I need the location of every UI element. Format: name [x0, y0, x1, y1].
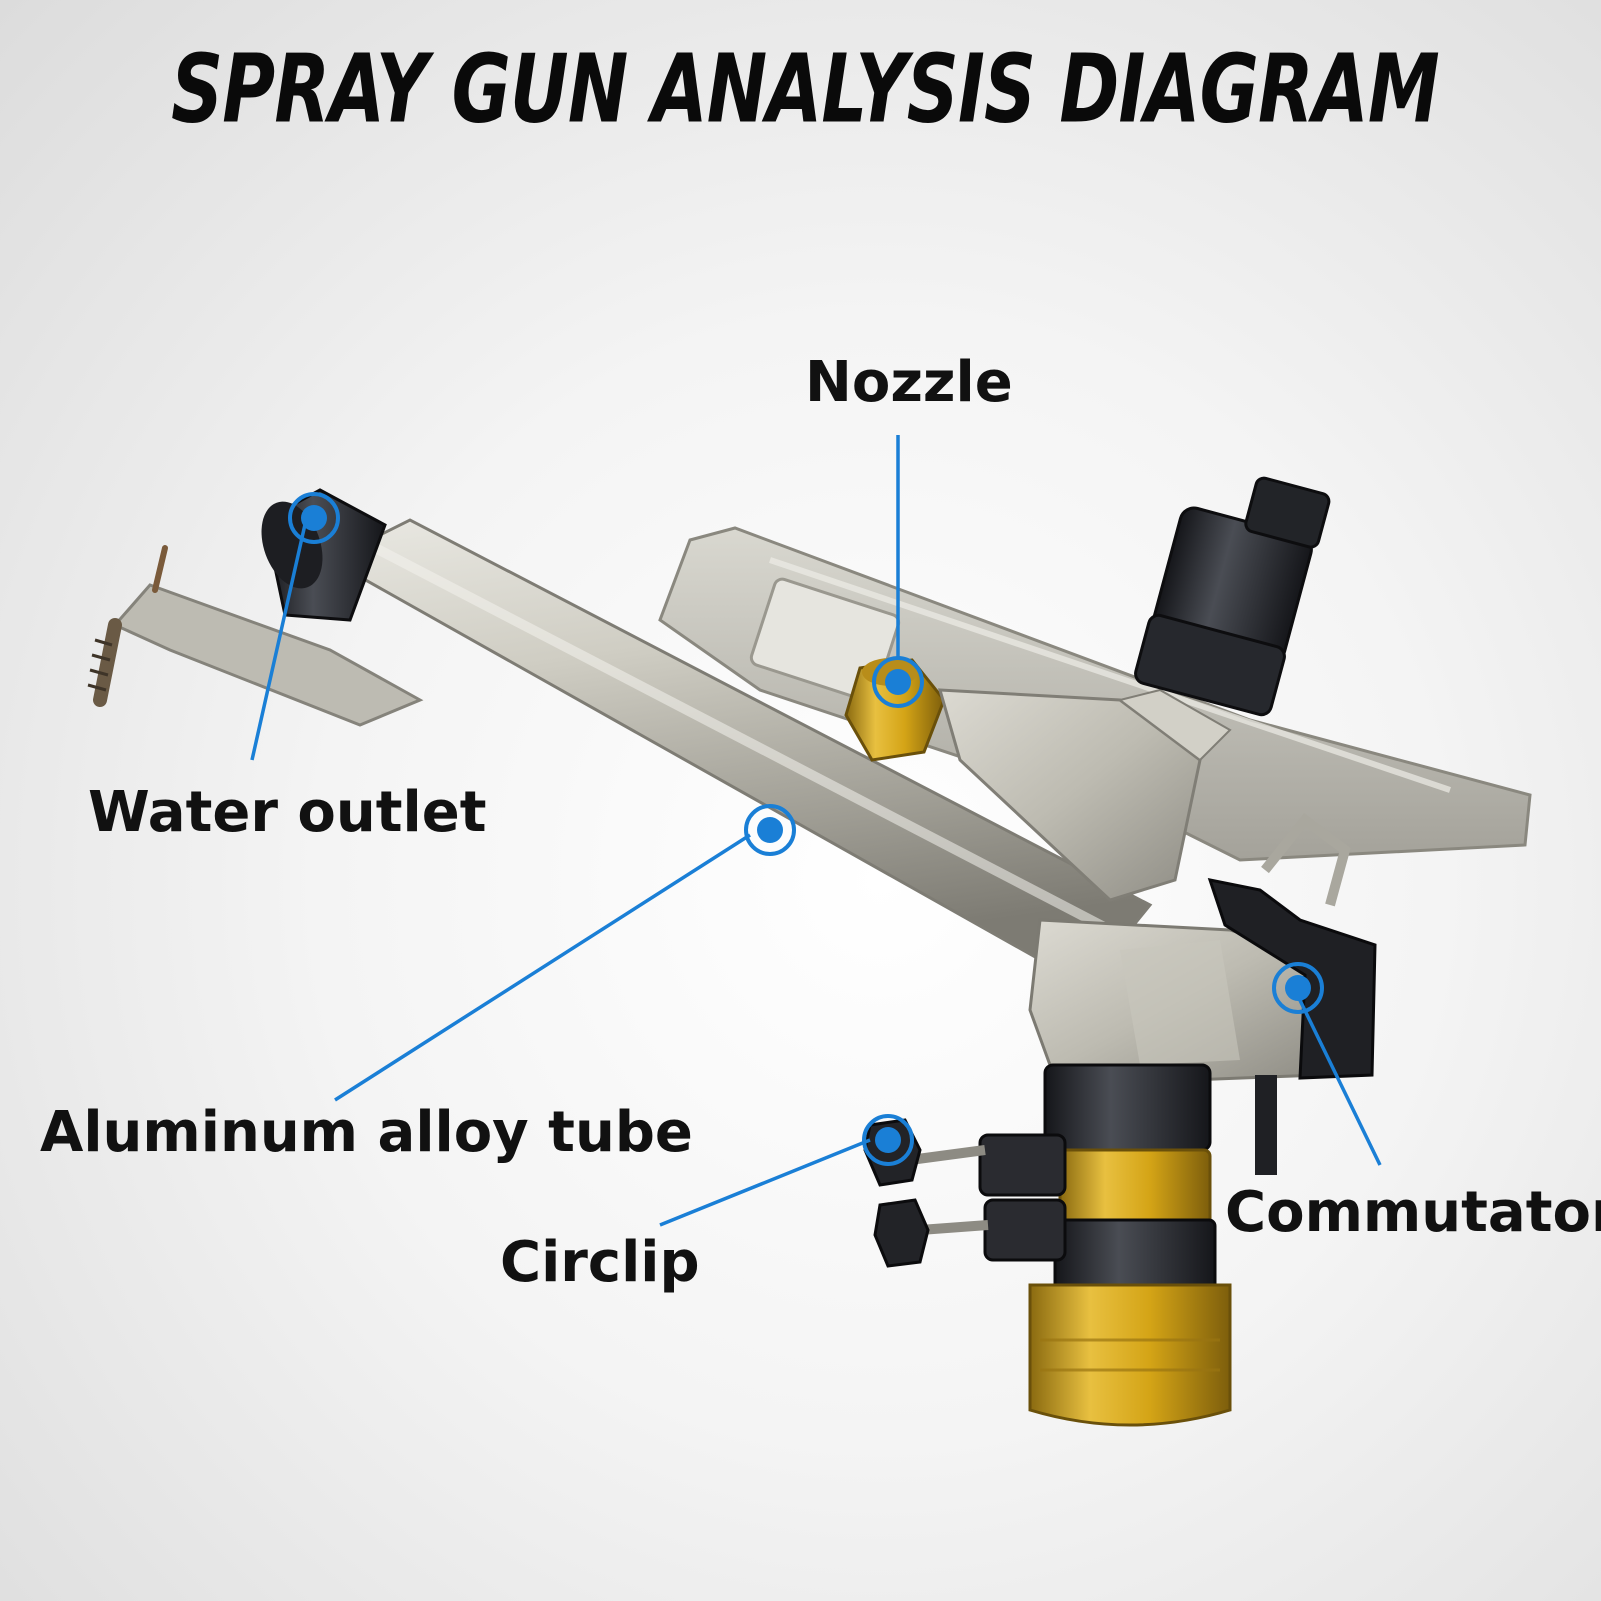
marker-nozzle — [872, 656, 924, 708]
upper-body — [937, 688, 1232, 902]
marker-aluminum-tube — [744, 804, 796, 856]
commutator-part — [1207, 813, 1377, 1175]
label-commutator: Commutator — [1225, 1180, 1601, 1245]
label-aluminum-tube: Aluminum alloy tube — [40, 1100, 693, 1165]
marker-commutator — [1272, 962, 1324, 1014]
outlet-bracket — [87, 545, 424, 727]
aluminum-tube-leader — [334, 833, 751, 1102]
circlip-leader — [659, 1138, 871, 1227]
label-water-outlet: Water outlet — [88, 780, 487, 845]
bearing-stack — [1028, 1063, 1232, 1427]
leader-lines — [250, 435, 1382, 1227]
marker-water-outlet — [288, 492, 340, 544]
label-nozzle: Nozzle — [805, 350, 1013, 415]
water-outlet-leader — [250, 519, 308, 761]
page-title: SPRAY GUN ANALYSIS DIAGRAM — [171, 34, 1440, 144]
commutator-leader — [1293, 989, 1382, 1166]
spring-housing — [1134, 476, 1331, 717]
label-circlip: Circlip — [500, 1230, 700, 1295]
marker-circlip — [862, 1114, 914, 1166]
swing-arm — [658, 526, 1532, 862]
lower-body — [1028, 918, 1327, 1082]
water-outlet-cap — [261, 488, 387, 622]
